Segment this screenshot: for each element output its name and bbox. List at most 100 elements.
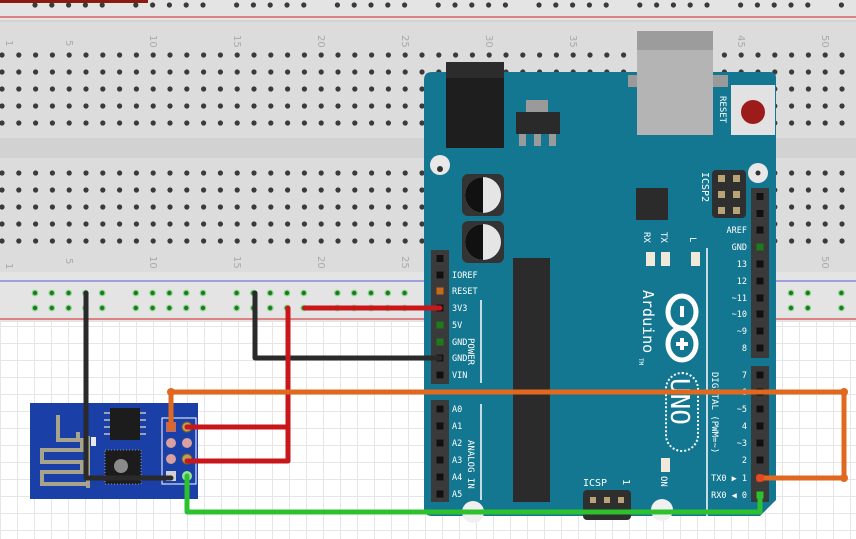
- breadboard-hole[interactable]: [150, 221, 156, 227]
- breadboard-hole[interactable]: [268, 103, 274, 109]
- breadboard-hole[interactable]: [133, 204, 139, 210]
- breadboard-hole[interactable]: [66, 238, 72, 244]
- esp-pin-gpio0[interactable]: [166, 438, 176, 448]
- rail-hole[interactable]: [771, 2, 777, 8]
- breadboard-hole[interactable]: [839, 86, 845, 92]
- breadboard-hole[interactable]: [839, 52, 845, 58]
- breadboard-hole[interactable]: [335, 187, 341, 193]
- rail-hole[interactable]: [738, 2, 744, 8]
- rail-hole[interactable]: [49, 305, 54, 311]
- rail-hole[interactable]: [66, 2, 72, 8]
- header-pin[interactable]: [756, 456, 764, 464]
- breadboard-hole[interactable]: [66, 69, 72, 75]
- breadboard-hole[interactable]: [318, 170, 324, 176]
- breadboard-hole[interactable]: [335, 69, 341, 75]
- rail-hole[interactable]: [133, 305, 138, 311]
- breadboard-hole[interactable]: [100, 69, 106, 75]
- rail-hole[interactable]: [234, 305, 239, 311]
- breadboard-hole[interactable]: [369, 170, 375, 176]
- breadboard-hole[interactable]: [839, 69, 845, 75]
- breadboard-hole[interactable]: [537, 52, 543, 58]
- breadboard-hole[interactable]: [150, 103, 156, 109]
- breadboard-hole[interactable]: [133, 103, 139, 109]
- esp-pin-gpio2[interactable]: [166, 454, 176, 464]
- breadboard-hole[interactable]: [201, 238, 207, 244]
- header-pin[interactable]: [436, 255, 444, 262]
- header-pin[interactable]: [756, 310, 764, 318]
- arduino-uno[interactable]: RESET ICSP2 RX TX L ON: [424, 31, 776, 523]
- breadboard-hole[interactable]: [285, 238, 291, 244]
- breadboard-hole[interactable]: [419, 120, 425, 126]
- header-pin[interactable]: [436, 473, 444, 481]
- breadboard-hole[interactable]: [184, 86, 190, 92]
- rail-hole[interactable]: [687, 2, 693, 8]
- rail-hole[interactable]: [150, 305, 155, 311]
- breadboard-hole[interactable]: [100, 170, 106, 176]
- breadboard-hole[interactable]: [234, 221, 240, 227]
- breadboard-hole[interactable]: [150, 238, 156, 244]
- breadboard-hole[interactable]: [268, 69, 274, 75]
- breadboard-hole[interactable]: [318, 204, 324, 210]
- breadboard-hole[interactable]: [33, 69, 39, 75]
- breadboard-hole[interactable]: [133, 52, 139, 58]
- rail-hole[interactable]: [469, 2, 475, 8]
- wire-black-gnd[interactable]: [252, 290, 443, 361]
- breadboard-hole[interactable]: [318, 187, 324, 193]
- breadboard-hole[interactable]: [385, 52, 391, 58]
- rail-hole[interactable]: [704, 2, 710, 8]
- breadboard-hole[interactable]: [822, 86, 828, 92]
- breadboard-hole[interactable]: [369, 238, 375, 244]
- breadboard-hole[interactable]: [201, 120, 207, 126]
- breadboard-hole[interactable]: [805, 221, 812, 227]
- breadboard-hole[interactable]: [234, 103, 240, 109]
- breadboard-hole[interactable]: [385, 170, 391, 176]
- breadboard-hole[interactable]: [201, 221, 207, 227]
- breadboard-hole[interactable]: [268, 187, 274, 193]
- breadboard-hole[interactable]: [234, 52, 240, 58]
- rail-hole[interactable]: [402, 290, 407, 296]
- rail-hole[interactable]: [284, 290, 290, 296]
- header-pin[interactable]: [436, 338, 444, 346]
- breadboard-hole[interactable]: [268, 86, 274, 92]
- breadboard-hole[interactable]: [553, 52, 560, 58]
- breadboard-hole[interactable]: [16, 187, 22, 193]
- breadboard-hole[interactable]: [402, 170, 408, 176]
- breadboard-hole[interactable]: [49, 120, 56, 126]
- breadboard-hole[interactable]: [49, 52, 56, 58]
- breadboard-hole[interactable]: [301, 187, 307, 193]
- breadboard-hole[interactable]: [117, 86, 123, 92]
- breadboard-hole[interactable]: [352, 103, 358, 109]
- breadboard-hole[interactable]: [352, 187, 358, 193]
- breadboard-hole[interactable]: [839, 120, 845, 126]
- breadboard-hole[interactable]: [789, 204, 795, 210]
- breadboard-hole[interactable]: [822, 204, 828, 210]
- breadboard-hole[interactable]: [335, 120, 341, 126]
- breadboard-hole[interactable]: [621, 52, 627, 58]
- rail-hole[interactable]: [150, 290, 155, 296]
- breadboard-hole[interactable]: [352, 221, 358, 227]
- rail-hole[interactable]: [200, 290, 206, 296]
- breadboard-hole[interactable]: [49, 86, 56, 92]
- breadboard-hole[interactable]: [66, 187, 72, 193]
- breadboard-hole[interactable]: [822, 69, 828, 75]
- breadboard-hole[interactable]: [234, 187, 240, 193]
- breadboard-hole[interactable]: [805, 52, 812, 58]
- header-pin[interactable]: [436, 371, 444, 379]
- breadboard-hole[interactable]: [352, 69, 358, 75]
- breadboard-hole[interactable]: [469, 52, 475, 58]
- rail-hole[interactable]: [570, 2, 576, 8]
- rail-hole[interactable]: [368, 2, 374, 8]
- breadboard-hole[interactable]: [117, 120, 123, 126]
- breadboard-hole[interactable]: [285, 103, 291, 109]
- header-pin[interactable]: [436, 456, 444, 464]
- rail-hole[interactable]: [100, 290, 105, 296]
- breadboard-hole[interactable]: [16, 204, 22, 210]
- breadboard-hole[interactable]: [318, 238, 324, 244]
- breadboard-hole[interactable]: [201, 204, 207, 210]
- breadboard-hole[interactable]: [318, 52, 324, 58]
- breadboard-hole[interactable]: [822, 187, 828, 193]
- rail-hole[interactable]: [586, 2, 593, 8]
- header-pin[interactable]: [756, 344, 764, 352]
- breadboard-hole[interactable]: [133, 69, 139, 75]
- rail-hole[interactable]: [839, 290, 844, 296]
